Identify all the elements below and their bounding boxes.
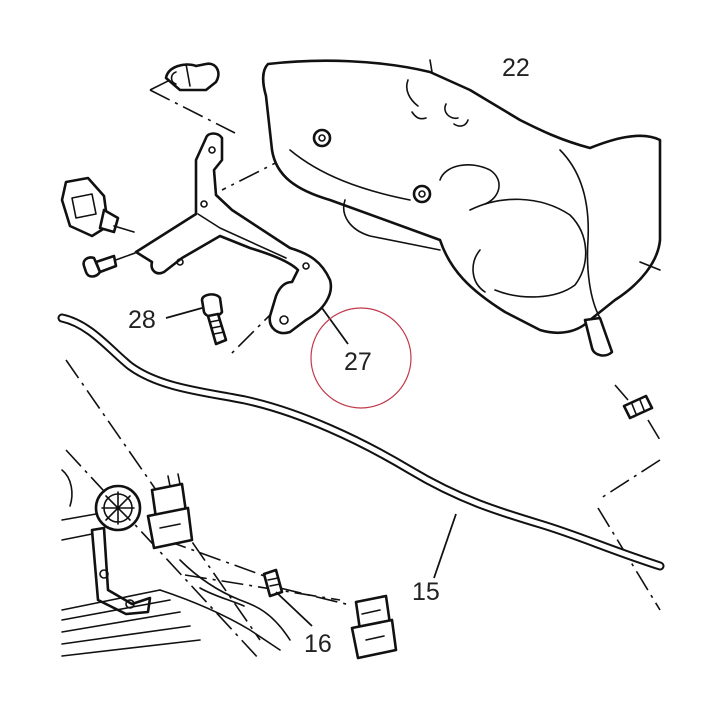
highlight-ring	[310, 307, 412, 409]
bolt-screw	[200, 293, 228, 346]
engine-assembly-lower-left	[61, 469, 291, 657]
reservoir-tank	[261, 59, 662, 357]
callout-15: 15	[412, 578, 440, 606]
connector-lower-left	[146, 473, 194, 550]
connector-lower-right	[350, 594, 398, 660]
callout-28: 28	[128, 306, 156, 334]
callout-leaders	[165, 307, 457, 627]
small-bolt	[82, 254, 118, 278]
hose-clip-right	[622, 394, 654, 420]
callout-16: 16	[304, 630, 332, 658]
hose-clip-bottom	[262, 568, 284, 598]
mounting-bracket	[134, 132, 333, 335]
hose-clamp-top	[164, 62, 220, 92]
callout-27: 27	[344, 348, 372, 376]
hose-line	[57, 313, 665, 571]
sensor-connector	[60, 176, 135, 238]
callout-22: 22	[502, 54, 530, 82]
